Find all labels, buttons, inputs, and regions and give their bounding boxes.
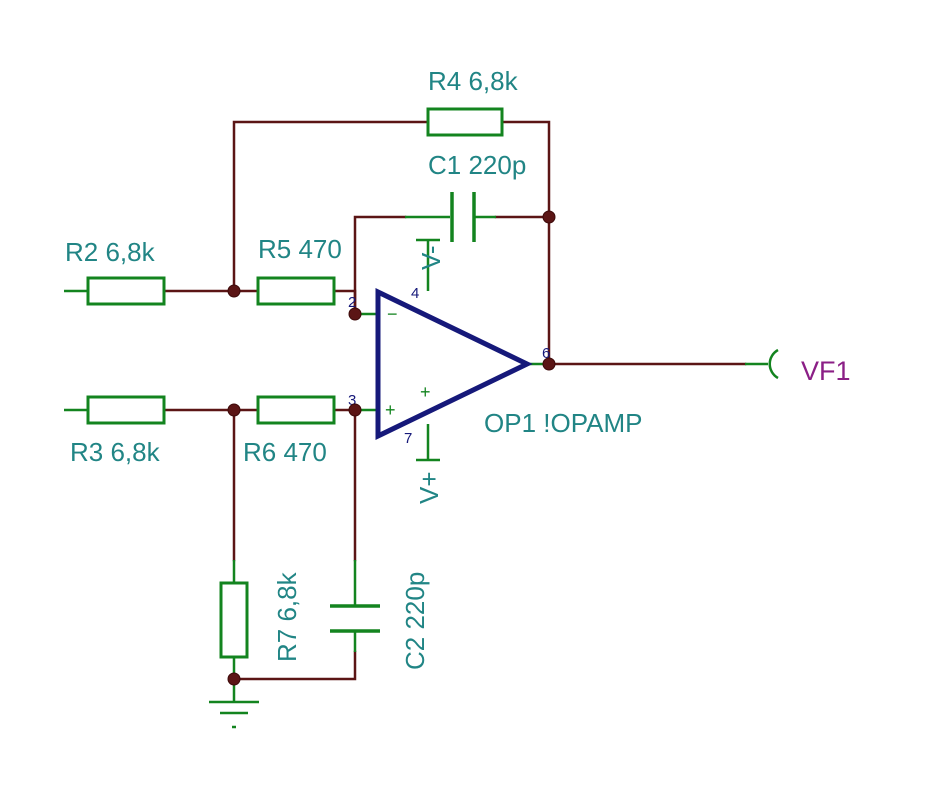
resistor-r2[interactable] <box>86 276 166 306</box>
resistor-r7[interactable] <box>219 581 249 659</box>
label-r3: R3 6,8k <box>70 437 161 467</box>
wire-r4-right <box>500 120 551 366</box>
label-c2: C2 220p <box>400 572 430 670</box>
junction-dot <box>348 307 362 321</box>
component-leads <box>64 215 768 679</box>
pin-number-output: 6 <box>542 345 550 362</box>
label-op1: OP1 !OPAMP <box>484 408 642 438</box>
output-signal-label: VF1 <box>801 356 851 386</box>
junction-dot <box>348 403 362 417</box>
label-r6: R6 470 <box>243 437 327 467</box>
wire-r4-left <box>232 120 430 293</box>
pin-number-non-inverting: 3 <box>348 392 356 409</box>
opamp-plus-sign: + <box>385 400 396 420</box>
supply-positive-label: V+ <box>414 471 444 504</box>
label-c1: C1 220p <box>428 150 526 180</box>
resistor-r5[interactable] <box>256 276 336 306</box>
capacitor-c1[interactable] <box>450 192 476 242</box>
wires <box>162 120 747 681</box>
junction-dot <box>542 357 556 371</box>
label-r5: R5 470 <box>258 234 342 264</box>
junction-dot <box>227 403 241 417</box>
capacitor-c2[interactable] <box>330 604 380 633</box>
resistor-r4[interactable] <box>426 107 504 137</box>
opamp-minus-sign: − <box>387 304 398 324</box>
ground-symbol <box>209 679 259 729</box>
pin-number-inverting: 2 <box>348 294 356 311</box>
label-r2: R2 6,8k <box>65 237 156 267</box>
label-r4: R4 6,8k <box>428 66 519 96</box>
wire-c1-left <box>353 215 407 316</box>
output-port-symbol[interactable] <box>768 348 779 380</box>
junction-dot <box>542 210 556 224</box>
resistor-r6[interactable] <box>256 395 336 425</box>
wire-c2-bottom <box>232 650 357 681</box>
label-r7: R7 6,8k <box>272 571 302 662</box>
opamp-op1[interactable] <box>375 288 533 440</box>
opamp-plus-sign-inner: + <box>420 382 431 402</box>
pin-number-pos-supply: 7 <box>404 430 412 447</box>
supply-negative-label: V- <box>416 245 446 270</box>
junction-dot <box>227 672 241 686</box>
junctions <box>227 210 556 686</box>
resistor-r3[interactable] <box>86 395 166 425</box>
wire-r5-pin2 <box>332 289 357 316</box>
junction-dot <box>227 284 241 298</box>
pin-number-neg-supply: 4 <box>411 285 419 302</box>
